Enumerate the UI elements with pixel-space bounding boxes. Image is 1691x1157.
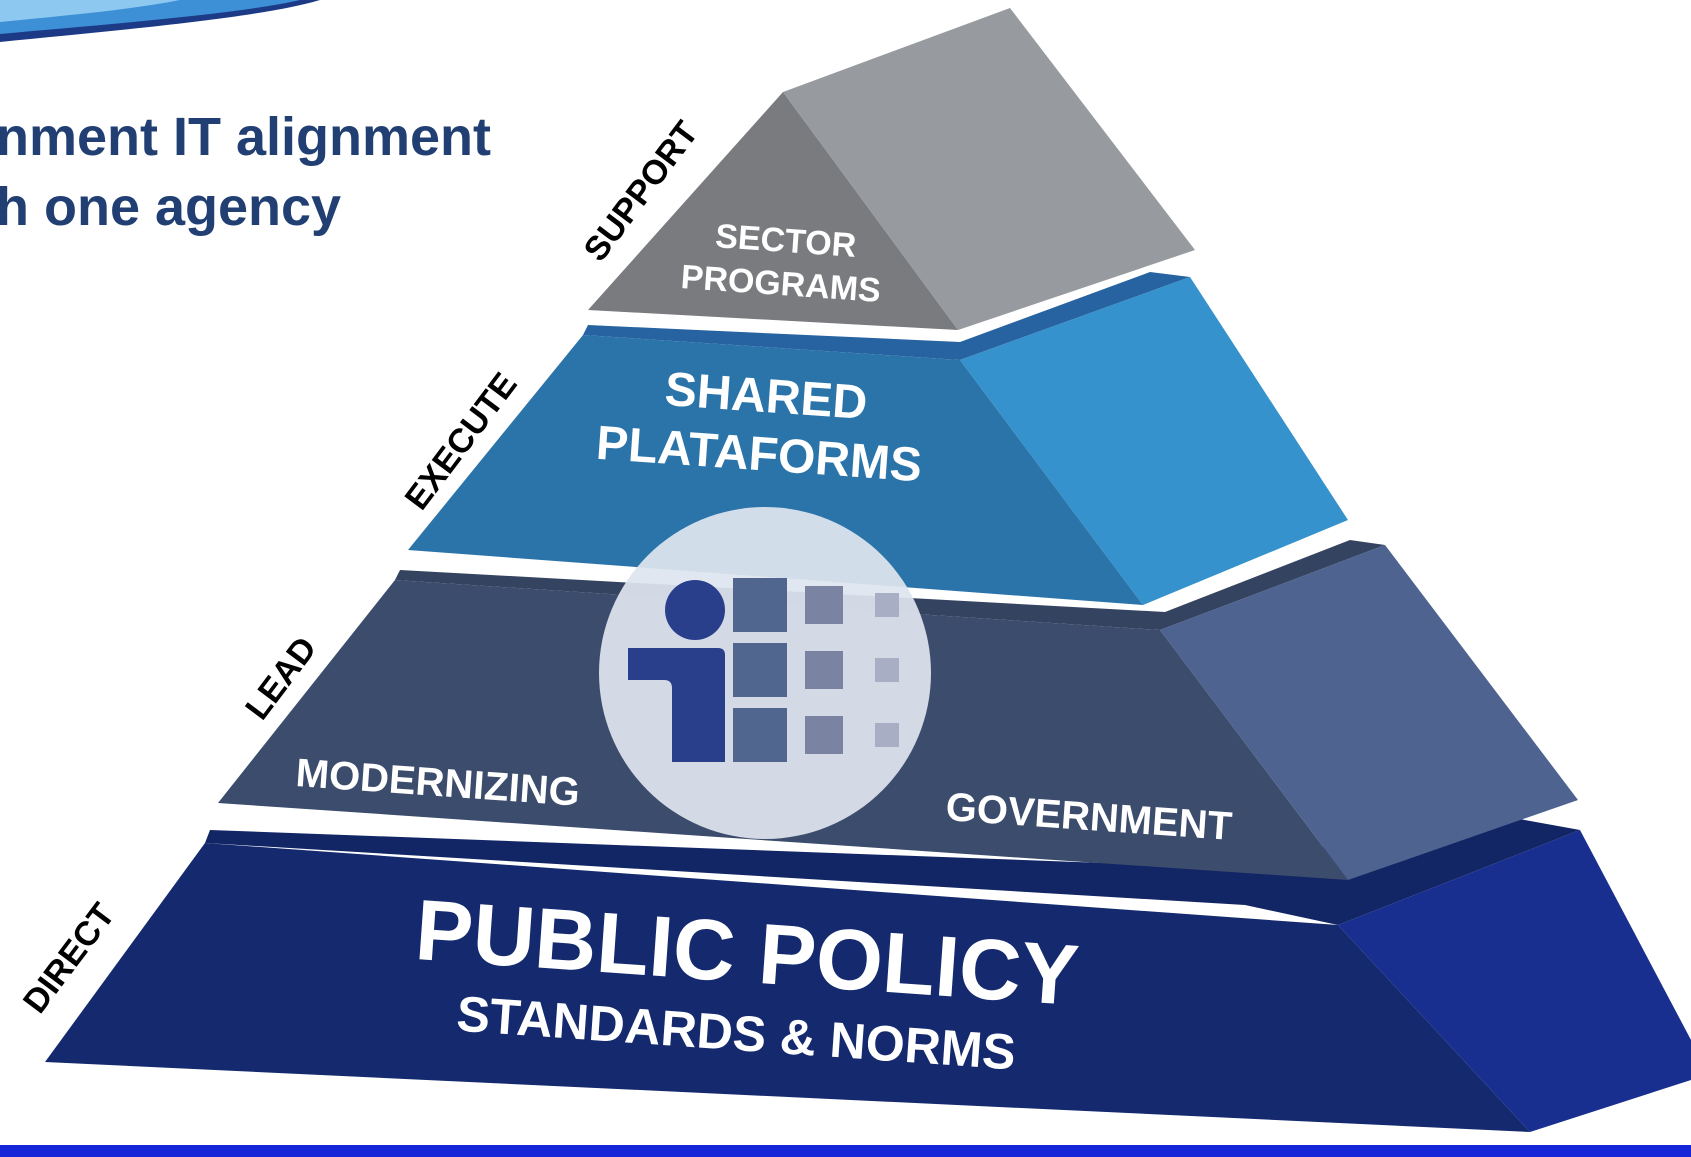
level-direct-side [1338, 830, 1691, 1132]
bottom-accent-bar [0, 1145, 1691, 1157]
info-grid-logo-icon [599, 507, 931, 839]
level-direct-top [205, 810, 1580, 925]
level-support [588, 8, 1195, 330]
header-banner [0, 0, 420, 65]
level-direct-front [45, 843, 1530, 1132]
slide-heading-line1: nment IT alignment [0, 107, 492, 167]
level-support-front [588, 92, 958, 330]
level-support-side [783, 8, 1195, 330]
level-lead-side [1160, 545, 1578, 880]
level-direct [45, 810, 1691, 1132]
level-execute-top [583, 272, 1190, 360]
slide-heading-line2: h one agency [0, 177, 342, 237]
level-execute-front [408, 335, 1143, 605]
level-execute-side [960, 277, 1348, 605]
level-execute [408, 272, 1348, 605]
